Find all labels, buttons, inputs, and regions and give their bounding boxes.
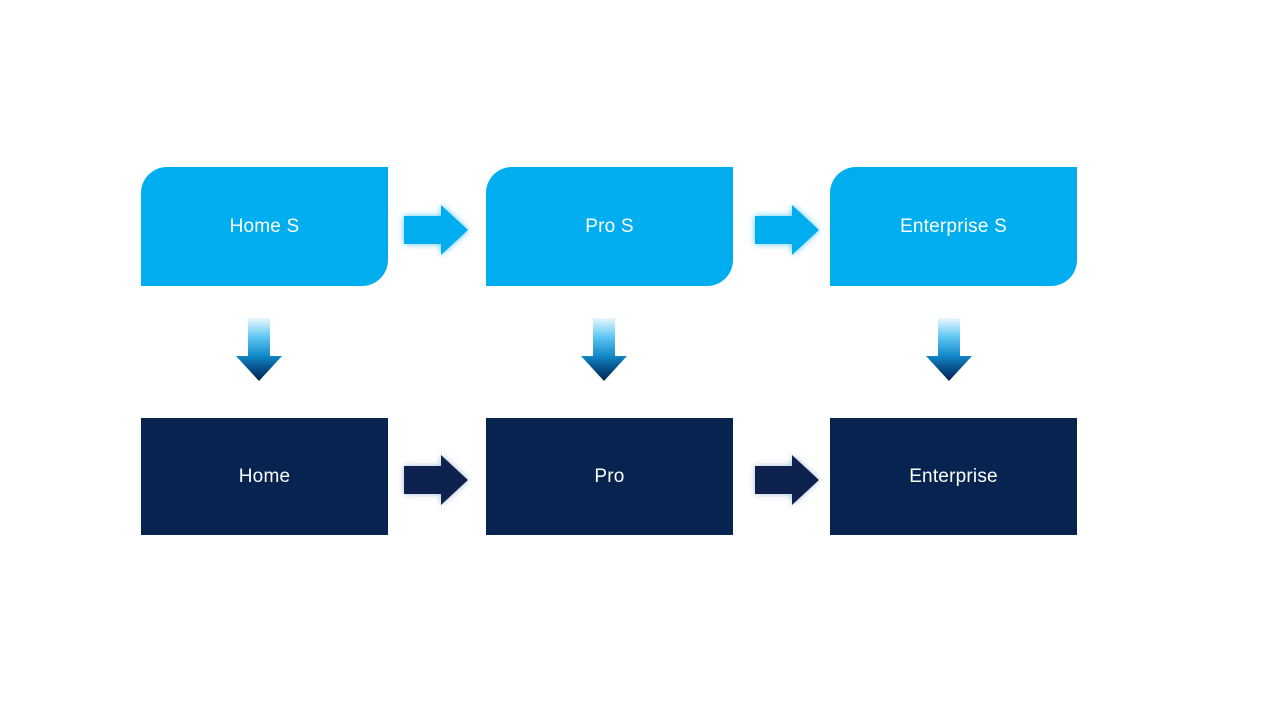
node-label: Home S (229, 215, 300, 237)
down-arrow-icon (926, 318, 972, 381)
node-label: Enterprise S (900, 215, 1007, 237)
node-home-s: Home S (141, 167, 388, 286)
right-arrow-icon (755, 455, 819, 505)
right-arrow-icon (404, 205, 468, 255)
node-pro: Pro (486, 418, 733, 535)
node-enterprise-s: Enterprise S (830, 167, 1077, 286)
node-label: Pro (594, 465, 625, 487)
down-arrow-icon (581, 318, 627, 381)
node-enterprise: Enterprise (830, 418, 1077, 535)
right-arrow-icon (404, 455, 468, 505)
node-label: Pro S (585, 215, 634, 237)
node-label: Home (238, 465, 291, 487)
node-label: Enterprise (909, 465, 998, 487)
node-home: Home (141, 418, 388, 535)
right-arrow-icon (755, 205, 819, 255)
node-pro-s: Pro S (486, 167, 733, 286)
down-arrow-icon (236, 318, 282, 381)
